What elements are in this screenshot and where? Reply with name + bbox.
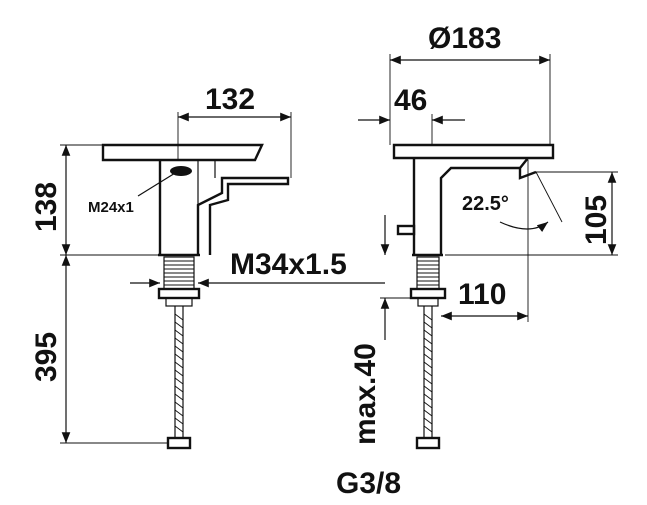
front-lever-plate — [392, 143, 555, 160]
dim-offset: 46 — [394, 84, 427, 117]
front-body — [412, 157, 537, 255]
dim-spout-reach: 132 — [205, 83, 255, 116]
dim-diameter: Ø183 — [428, 22, 501, 55]
dim-spout-height: 105 — [580, 195, 613, 245]
dim-below-deck: 395 — [30, 332, 63, 382]
side-lever-plate — [101, 143, 264, 162]
side-view: 132 138 395 M24x1 — [30, 83, 292, 450]
front-pop-up-button — [396, 224, 416, 236]
side-aerator — [170, 166, 192, 176]
shank-thread-callout: M34x1.5 — [130, 248, 385, 288]
side-spout-body — [158, 160, 290, 255]
dim-body-height: 138 — [30, 182, 63, 232]
dim-depth: 110 — [458, 278, 506, 311]
label-connection-thread: G3/8 — [336, 467, 401, 500]
side-supply-hose — [166, 306, 192, 450]
front-supply-hose — [415, 306, 441, 450]
dim-max-thickness: max.40 — [349, 343, 382, 445]
dim-angle: 22.5° — [462, 193, 509, 215]
side-threaded-shank — [157, 256, 201, 307]
front-view: Ø183 46 22.5° 105 110 max.40 G3/8 — [336, 22, 618, 500]
label-shank-thread: M34x1.5 — [230, 248, 347, 281]
front-threaded-shank — [409, 256, 447, 307]
label-aerator-thread: M24x1 — [88, 199, 134, 216]
